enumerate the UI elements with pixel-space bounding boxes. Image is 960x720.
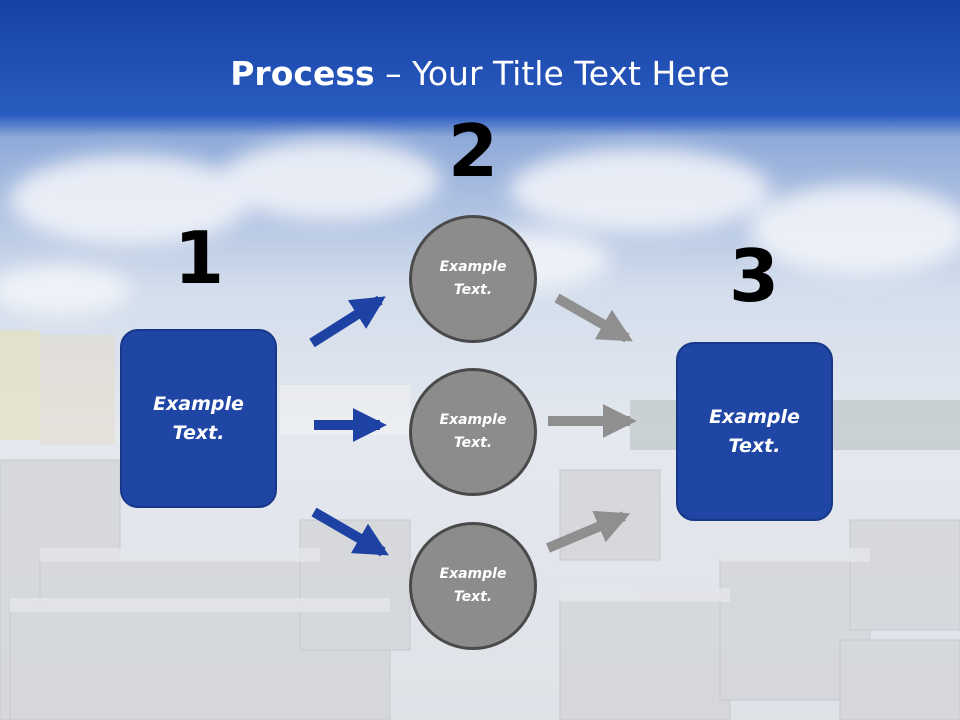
- step-number-2: 2: [447, 109, 499, 193]
- step-3-box: Example Text.: [676, 342, 833, 521]
- step-2-text-bottom: Example Text.: [439, 566, 507, 605]
- step-1-text: Example Text.: [153, 392, 244, 444]
- step-1-box: Example Text.: [120, 329, 277, 508]
- step-2-circle-middle: Example Text.: [409, 368, 537, 496]
- arrow-2-to-3-bottom: [546, 510, 631, 553]
- arrow-2-to-3-top: [554, 293, 633, 343]
- step-2-text-top: Example Text.: [439, 259, 507, 298]
- step-2-circle-top: Example Text.: [409, 215, 537, 343]
- slide-title: Process – Your Title Text Here: [230, 54, 730, 93]
- step-2-text-middle: Example Text.: [439, 412, 507, 451]
- arrow-1-to-2-bottom: [311, 507, 389, 557]
- step-3-text: Example Text.: [709, 405, 800, 457]
- arrow-1-to-2-top: [309, 295, 386, 348]
- step-number-3: 3: [728, 234, 780, 318]
- step-number-1: 1: [173, 216, 225, 300]
- step-2-circle-bottom: Example Text.: [409, 522, 537, 650]
